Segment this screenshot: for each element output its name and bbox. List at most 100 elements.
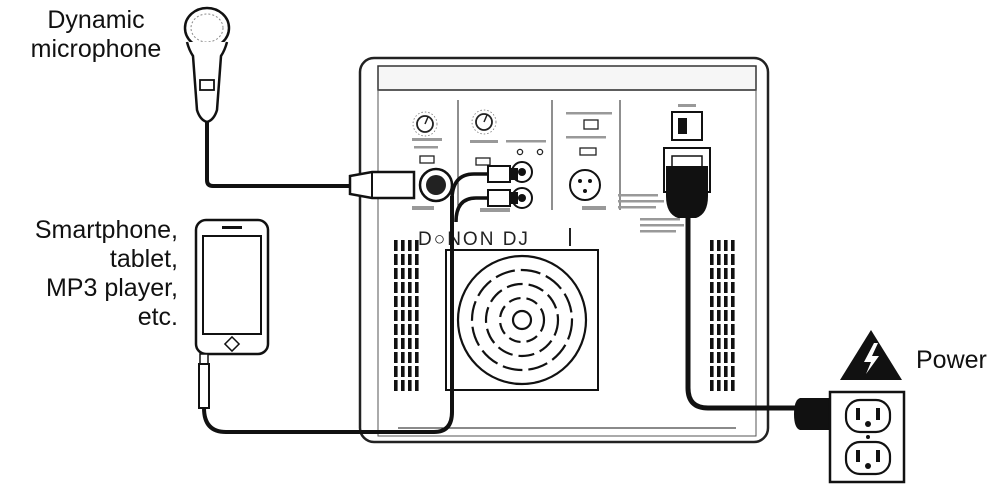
vent-slot — [394, 352, 398, 363]
vent-slot — [731, 338, 735, 349]
power-cable — [685, 218, 833, 415]
vent-slot — [710, 366, 714, 377]
rca-cable-top — [450, 172, 492, 201]
xlr-combo-input — [418, 167, 454, 203]
input2-volume-knob — [471, 109, 497, 135]
vent-slot — [408, 240, 412, 251]
vent-slot — [731, 310, 735, 321]
vent-slot — [731, 254, 735, 265]
vent-slot — [415, 380, 419, 391]
vent-slot — [401, 352, 405, 363]
vent-slot — [394, 324, 398, 335]
vent-slot — [408, 380, 412, 391]
vent-slot — [724, 380, 728, 391]
vent-slot — [710, 380, 714, 391]
vent-slot — [724, 338, 728, 349]
input1-volume-knob — [412, 111, 438, 137]
vent-slot — [394, 366, 398, 377]
vent-slot — [731, 324, 735, 335]
xlr-plug — [348, 170, 416, 200]
vent-slot — [408, 254, 412, 265]
control-dividers — [457, 100, 621, 210]
vent-slot — [401, 296, 405, 307]
power-plug — [666, 166, 708, 218]
vent-slot — [731, 282, 735, 293]
fine-print-marks — [412, 112, 684, 233]
power-switch — [671, 104, 703, 141]
vent-slot — [710, 296, 714, 307]
vent-slot — [415, 240, 419, 251]
vent-slot — [717, 254, 721, 265]
brand-text: D○NON DJ — [418, 229, 530, 250]
rca-cable-bottom — [454, 196, 492, 223]
vent-slot — [731, 296, 735, 307]
vent-slots-right — [710, 240, 735, 391]
vent-slot — [401, 310, 405, 321]
vent-slot — [710, 338, 714, 349]
wall-outlet-icon — [828, 390, 906, 484]
vent-slot — [724, 240, 728, 251]
power-label: Power — [916, 346, 987, 374]
vent-slot — [724, 268, 728, 279]
vent-slot — [710, 254, 714, 265]
device-label: Smartphone, tablet, MP3 player, etc. — [35, 216, 178, 332]
vent-slot — [717, 296, 721, 307]
vent-slot — [401, 380, 405, 391]
phone-cable — [202, 196, 454, 434]
vent-slot — [717, 380, 721, 391]
vent-slot — [401, 240, 405, 251]
rca-plugs — [487, 165, 518, 207]
vent-slot — [408, 324, 412, 335]
vent-slot — [724, 282, 728, 293]
warning-triangle-icon — [840, 330, 902, 380]
vent-slot — [408, 352, 412, 363]
vent-slot — [724, 366, 728, 377]
vent-slot — [710, 310, 714, 321]
vent-slot — [724, 296, 728, 307]
vent-slot — [415, 366, 419, 377]
woofer-grille — [445, 249, 599, 391]
vent-slot — [401, 338, 405, 349]
vent-slot — [394, 254, 398, 265]
vent-slot — [710, 324, 714, 335]
small-switches — [419, 119, 599, 166]
vent-slot — [394, 282, 398, 293]
vent-slot — [710, 282, 714, 293]
microphone-icon — [183, 6, 231, 124]
microphone-cable — [205, 122, 352, 188]
vent-slot — [717, 352, 721, 363]
vent-slot — [717, 240, 721, 251]
vent-slot — [408, 366, 412, 377]
vent-slot — [408, 338, 412, 349]
vent-slot — [731, 268, 735, 279]
vent-slot — [717, 338, 721, 349]
vent-slot — [724, 352, 728, 363]
vent-slot — [717, 268, 721, 279]
vent-slot — [415, 254, 419, 265]
device-label-line1: Smartphone, — [34, 216, 178, 244]
vent-slot — [731, 240, 735, 251]
vent-slot — [408, 282, 412, 293]
vent-slot — [710, 268, 714, 279]
vent-slot — [408, 268, 412, 279]
xlr-link-output — [569, 169, 601, 201]
vent-slot — [401, 254, 405, 265]
vent-slot — [415, 268, 419, 279]
device-label-line4: etc. — [137, 303, 178, 331]
vent-slot — [710, 352, 714, 363]
vent-slot — [731, 380, 735, 391]
vent-slot — [717, 324, 721, 335]
vent-slot — [731, 366, 735, 377]
vent-slot — [394, 310, 398, 321]
vent-slot — [394, 268, 398, 279]
brand-logo: D○NON DJ — [418, 228, 571, 250]
microphone-label-line1: Dynamic — [47, 6, 145, 34]
smartphone-icon — [194, 218, 270, 356]
mini-jack-plug — [198, 353, 210, 409]
vent-slot — [394, 338, 398, 349]
vent-slot — [401, 268, 405, 279]
vent-slot — [415, 352, 419, 363]
microphone-label: Dynamic microphone — [6, 6, 186, 64]
